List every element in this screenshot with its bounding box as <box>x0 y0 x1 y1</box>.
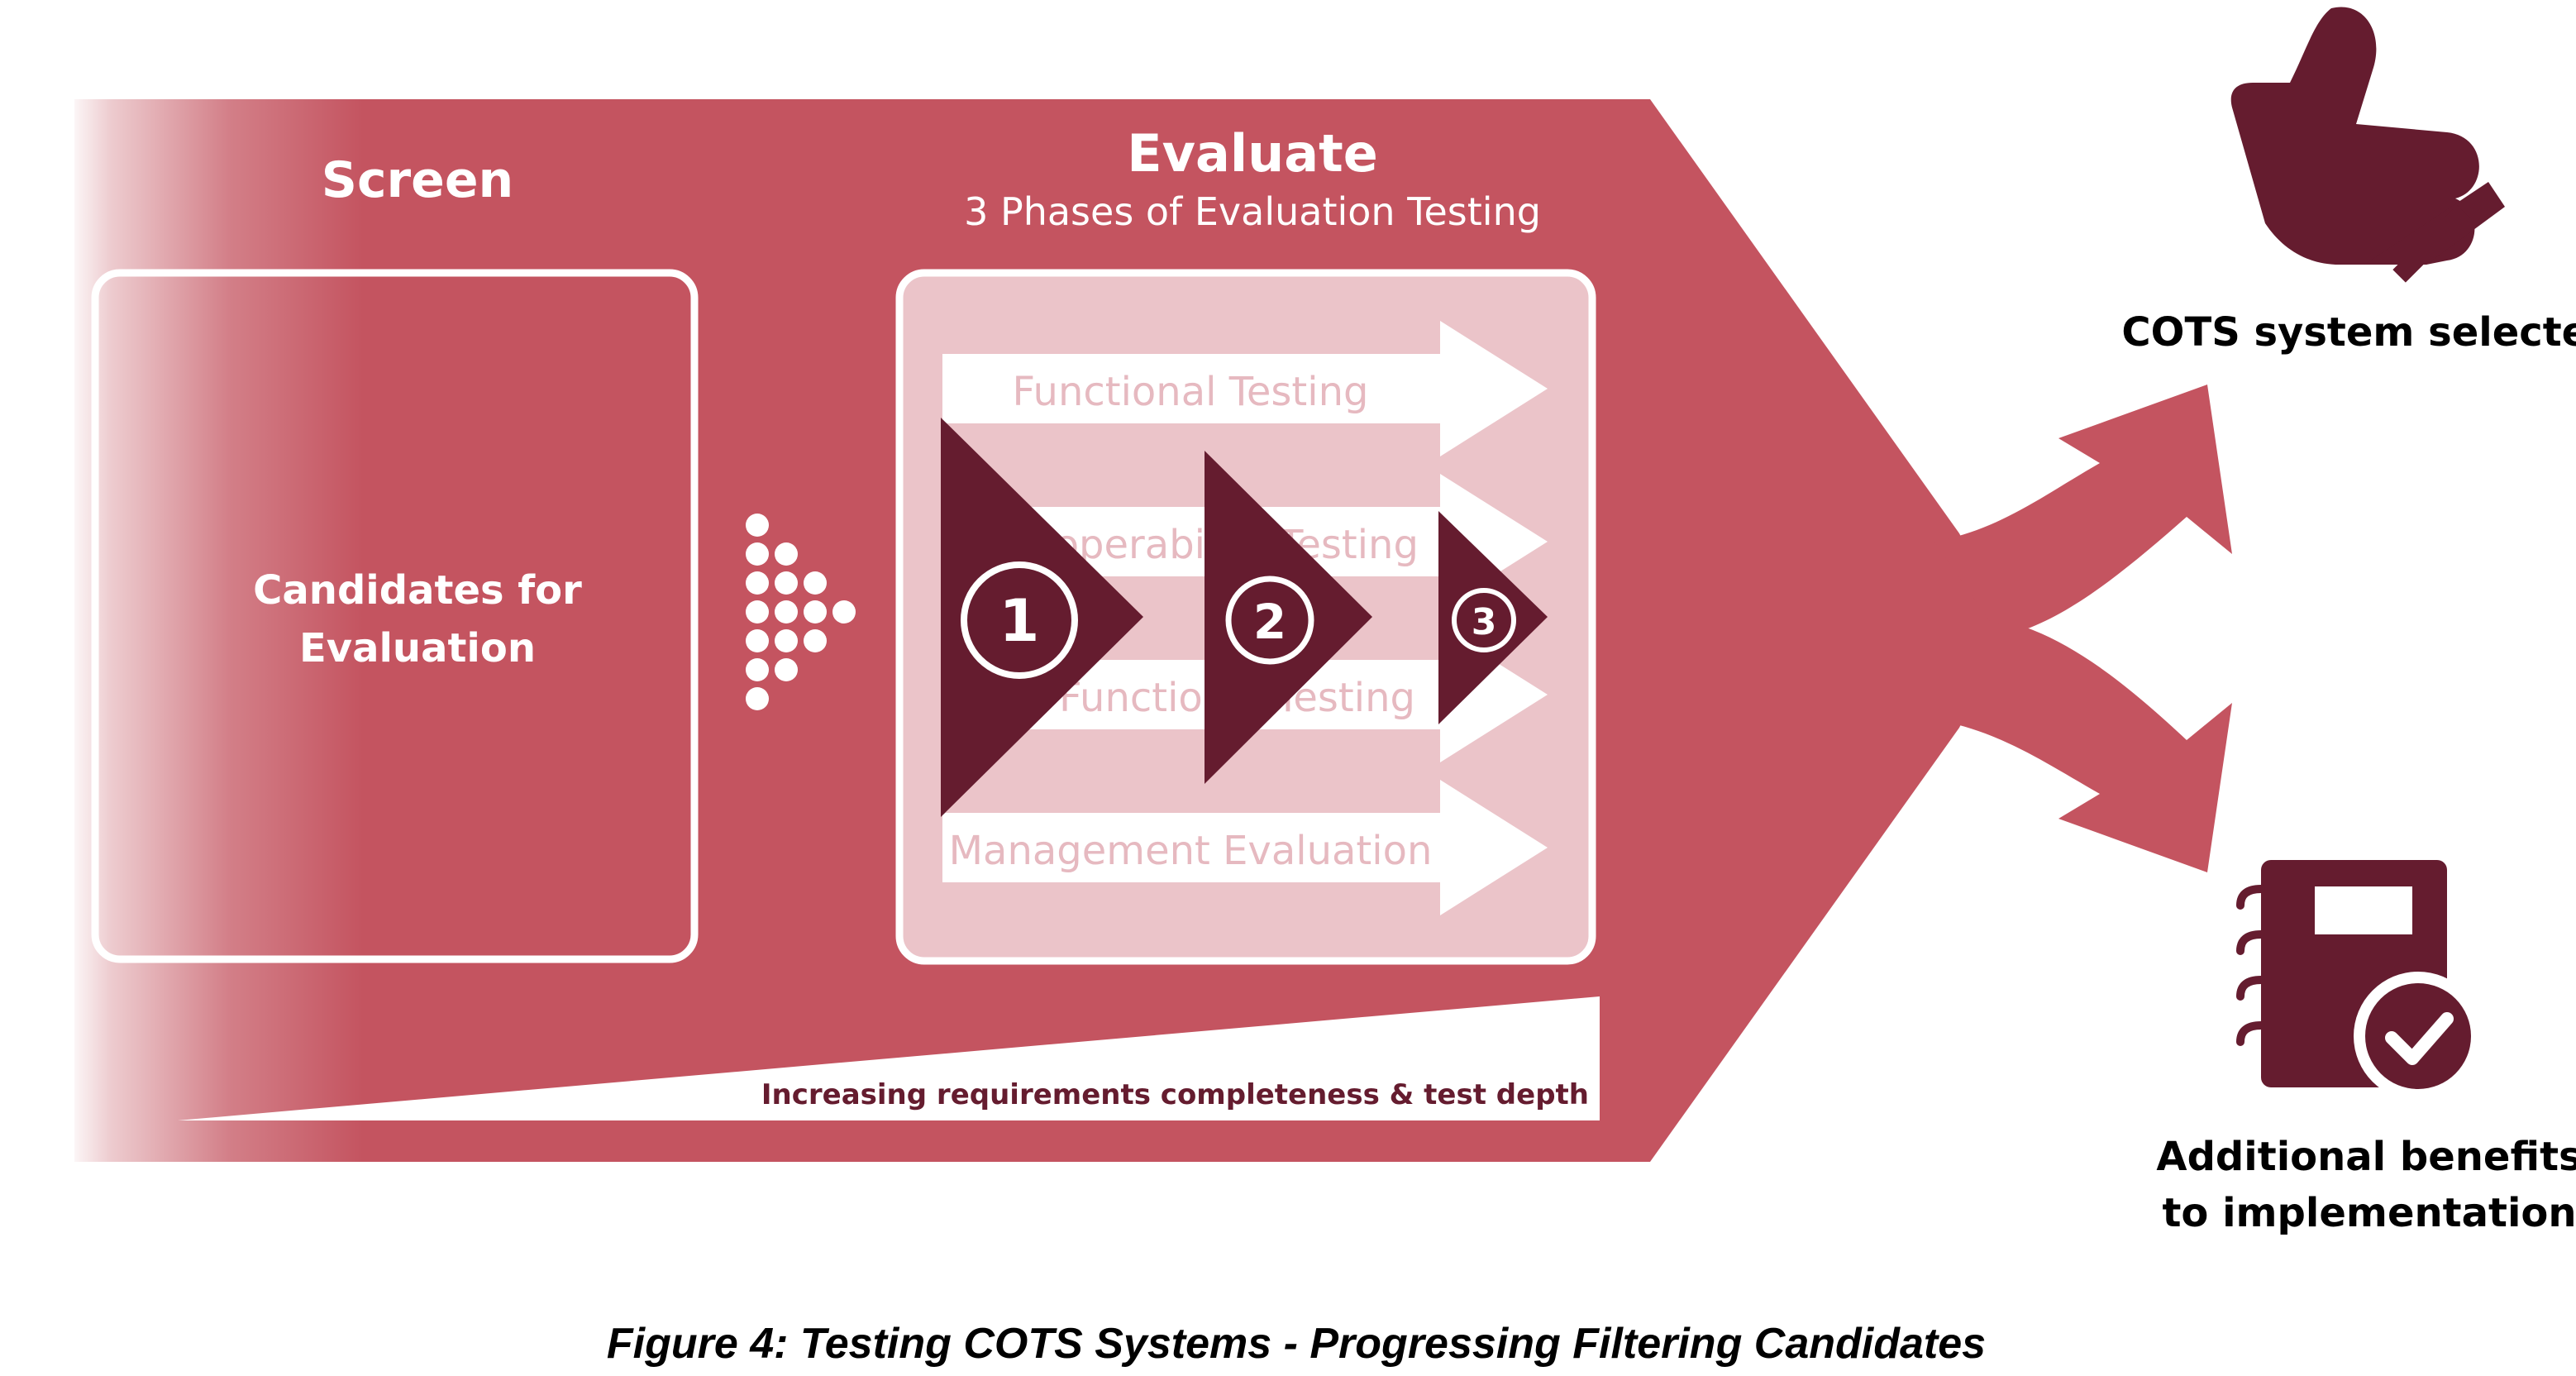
phase-2-badge <box>1225 576 1314 665</box>
thumbs-up-icon <box>2230 7 2505 283</box>
phase-3-badge <box>1452 588 1516 652</box>
phase-2-number: 2 <box>1253 594 1286 650</box>
phase-1-number: 1 <box>999 587 1040 655</box>
row-label-functional: Functional Testing <box>1013 369 1369 415</box>
phase-1-badge <box>961 561 1078 679</box>
candidates-label-line2: Evaluation <box>299 625 536 671</box>
depth-label: Increasing requirements completeness & t… <box>761 1078 1589 1111</box>
evaluate-subtitle: 3 Phases of Evaluation Testing <box>964 189 1541 234</box>
dot-arrow <box>746 514 856 710</box>
phase-2-triangle <box>1205 451 1372 784</box>
phase-1-triangle <box>941 418 1143 817</box>
benefits-label-line2: to implementation <box>2162 1190 2576 1236</box>
screen-title: Screen <box>322 151 513 209</box>
evaluate-title: Evaluate <box>1127 123 1378 184</box>
notebook-check-icon <box>2236 860 2483 1101</box>
selected-label: COTS system selected <box>2121 309 2576 356</box>
arrow-up-to-selected <box>1934 385 2232 637</box>
depth-wedge <box>178 996 1600 1120</box>
phase-3-number: 3 <box>1472 601 1497 643</box>
phase-3-triangle <box>1438 511 1548 724</box>
figure-caption: Figure 4: Testing COTS Systems - Progres… <box>607 1320 1986 1368</box>
candidates-label-line1: Candidates for <box>253 567 582 614</box>
benefits-label-line1: Additional benefits <box>2156 1134 2576 1180</box>
row-label-management: Management Evaluation <box>949 828 1433 874</box>
left-fade <box>66 91 364 1170</box>
arrow-down-to-benefits <box>1934 620 2232 872</box>
